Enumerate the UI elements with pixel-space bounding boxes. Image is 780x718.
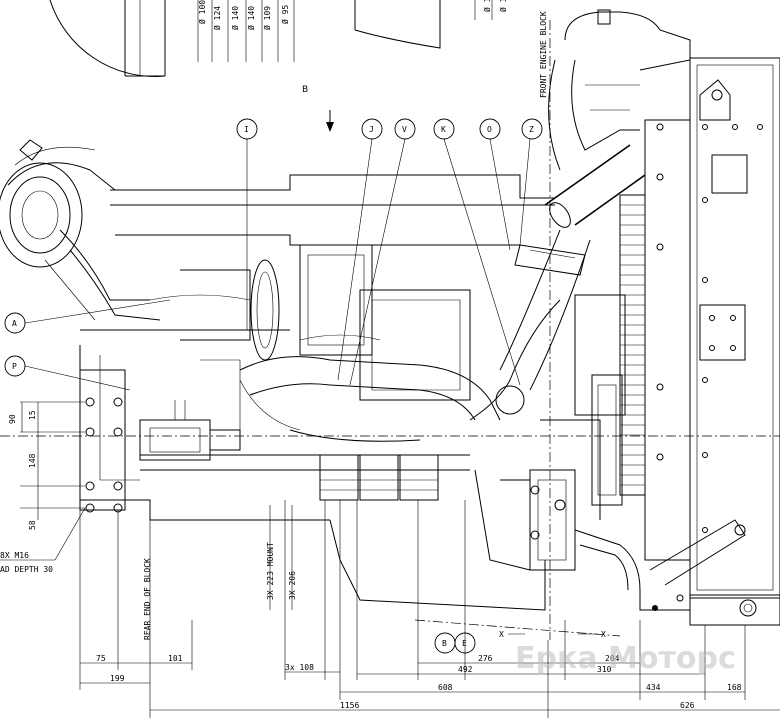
dim-top-r2: Ø 1 xyxy=(498,0,508,12)
dim-168: 168 xyxy=(727,683,742,692)
callout-o: O xyxy=(479,118,501,140)
front-engine-block-note: FRONT ENGINE BLOCK xyxy=(539,11,548,98)
callout-a: A xyxy=(4,312,26,334)
callout-v-label: V xyxy=(402,125,407,134)
dim-310: 310 xyxy=(597,665,612,674)
dim-left-58: 58 xyxy=(28,520,37,530)
callout-leaders xyxy=(24,138,531,391)
dim-434: 434 xyxy=(646,683,661,692)
dim-left-15: 15 xyxy=(28,410,37,420)
callout-p: P xyxy=(4,355,26,377)
fan-hub xyxy=(495,294,626,520)
mounting-foot xyxy=(79,369,126,513)
dim-75: 75 xyxy=(96,654,106,663)
watermark-logo: Ерка Моторс xyxy=(515,641,736,676)
note-depth: AD DEPTH 30 xyxy=(0,565,53,574)
radiator xyxy=(644,57,780,599)
dim-left-90: 90 xyxy=(8,414,17,424)
x-axis-right: X xyxy=(601,630,606,639)
x-axis-marks: X X xyxy=(499,630,606,639)
callout-i-label: I xyxy=(244,125,249,134)
charge-air-hose xyxy=(499,144,646,391)
section-marker-b-label: B xyxy=(442,639,447,648)
dim-3x108: 3x 108 xyxy=(285,663,314,672)
mount-206-note: 3X 206 xyxy=(288,571,297,600)
dim-top-3: Ø 140 xyxy=(230,6,240,30)
bottom-dims: 75 101 199 3x 108 276 204 492 310 608 43… xyxy=(79,500,780,718)
callout-j-label: J xyxy=(369,125,374,134)
rear-end-block-note: REAR END OF BLOCK xyxy=(143,558,152,640)
view-arrow-b: B xyxy=(302,85,334,132)
dim-top-2: Ø 124 xyxy=(212,6,222,30)
dim-608: 608 xyxy=(438,683,453,692)
section-marker-e-label: E xyxy=(462,639,467,648)
callout-k: K xyxy=(433,118,455,140)
callout-i: I xyxy=(236,118,258,140)
dim-204: 204 xyxy=(605,654,620,663)
top-flywheel-arc xyxy=(49,0,166,77)
callout-o-label: O xyxy=(487,125,492,134)
starter-motor xyxy=(139,400,241,461)
turbocharger xyxy=(0,139,161,321)
dim-top-4: Ø 140 xyxy=(246,6,256,30)
callout-v: V xyxy=(394,118,416,140)
callout-p-label: P xyxy=(12,362,17,371)
dim-492: 492 xyxy=(458,665,473,674)
dim-top-1: Ø 100 xyxy=(197,0,207,24)
callout-z-label: Z xyxy=(529,125,534,134)
callout-z: Z xyxy=(521,118,543,140)
dim-626: 626 xyxy=(680,701,695,710)
top-pipe-stub xyxy=(354,0,441,49)
front-bracket xyxy=(474,469,576,571)
dim-101: 101 xyxy=(168,654,183,663)
engine-block xyxy=(79,174,555,611)
dim-1156: 1156 xyxy=(340,701,359,710)
left-dims: 90 15 148 58 8X M16 AD DEPTH 30 xyxy=(0,401,86,574)
radiator-brace xyxy=(574,519,780,626)
top-diameter-dims: Ø 100 Ø 124 Ø 140 Ø 140 Ø 109 Ø 95 Ø 1 Ø… xyxy=(197,0,508,62)
expansion-tank xyxy=(548,9,691,171)
dim-top-r1: Ø 1 xyxy=(482,0,492,12)
note-bolts: 8X M16 xyxy=(0,551,29,560)
centre-lines xyxy=(0,20,780,640)
callout-a-label: A xyxy=(12,319,17,328)
dim-top-6: Ø 95 xyxy=(280,5,290,24)
dim-199: 199 xyxy=(110,674,125,683)
dim-top-5: Ø 109 xyxy=(262,6,272,30)
oil-filters xyxy=(319,454,439,501)
callout-j: J xyxy=(361,118,383,140)
dim-left-148: 148 xyxy=(28,453,37,468)
x-axis-left: X xyxy=(499,630,504,639)
callout-k-label: K xyxy=(441,125,446,134)
mount-223-note: 3X 223 MOUNT xyxy=(266,542,275,600)
view-label: B xyxy=(302,85,308,95)
section-marker-b: B xyxy=(434,632,456,654)
dim-276: 276 xyxy=(478,654,493,663)
intake-pipes xyxy=(239,299,561,442)
radiator-core xyxy=(619,194,646,496)
